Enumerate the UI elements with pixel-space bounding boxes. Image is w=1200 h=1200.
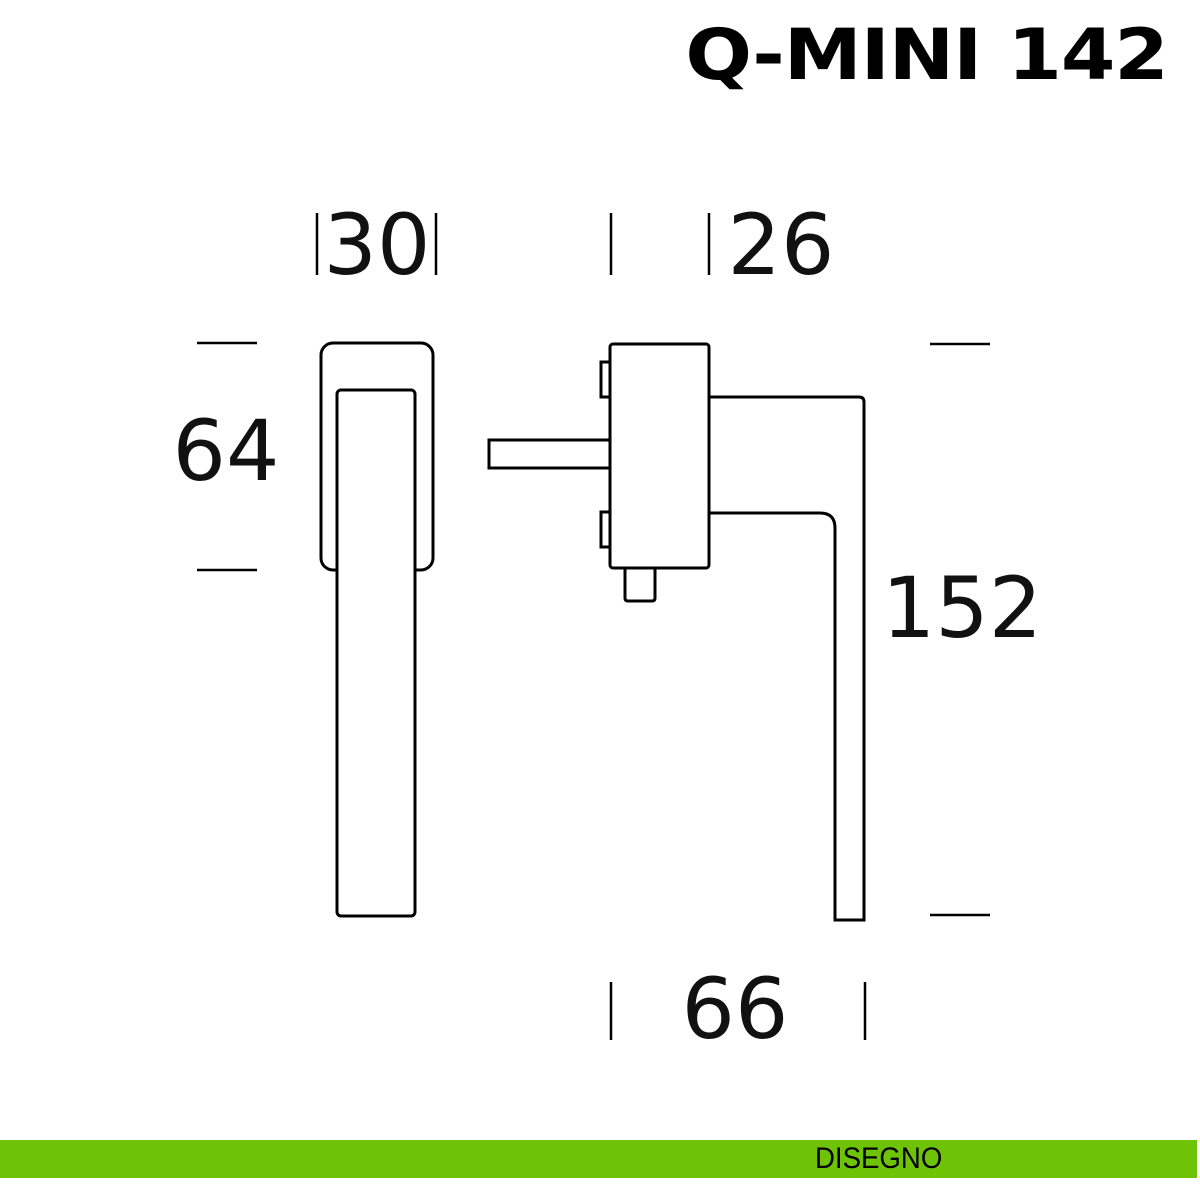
dim-depth-26: 26 <box>728 196 835 294</box>
side-rose <box>608 342 711 570</box>
dim-length-152: 152 <box>882 559 1042 657</box>
footer-bar: DISEGNO <box>0 1140 1197 1178</box>
side-lever <box>709 395 866 922</box>
dim-projection-66: 66 <box>682 960 789 1058</box>
product-title: Q-MINI 142 <box>685 14 1169 96</box>
rose-tab-bottom <box>599 510 612 549</box>
lock-pin <box>623 568 657 603</box>
spindle <box>487 438 612 470</box>
dim-width-30: 30 <box>324 196 431 294</box>
footer-label: DISEGNO <box>815 1142 943 1175</box>
dim-height-64: 64 <box>173 402 280 500</box>
front-lever <box>335 388 417 918</box>
rose-tab-top <box>599 360 612 399</box>
